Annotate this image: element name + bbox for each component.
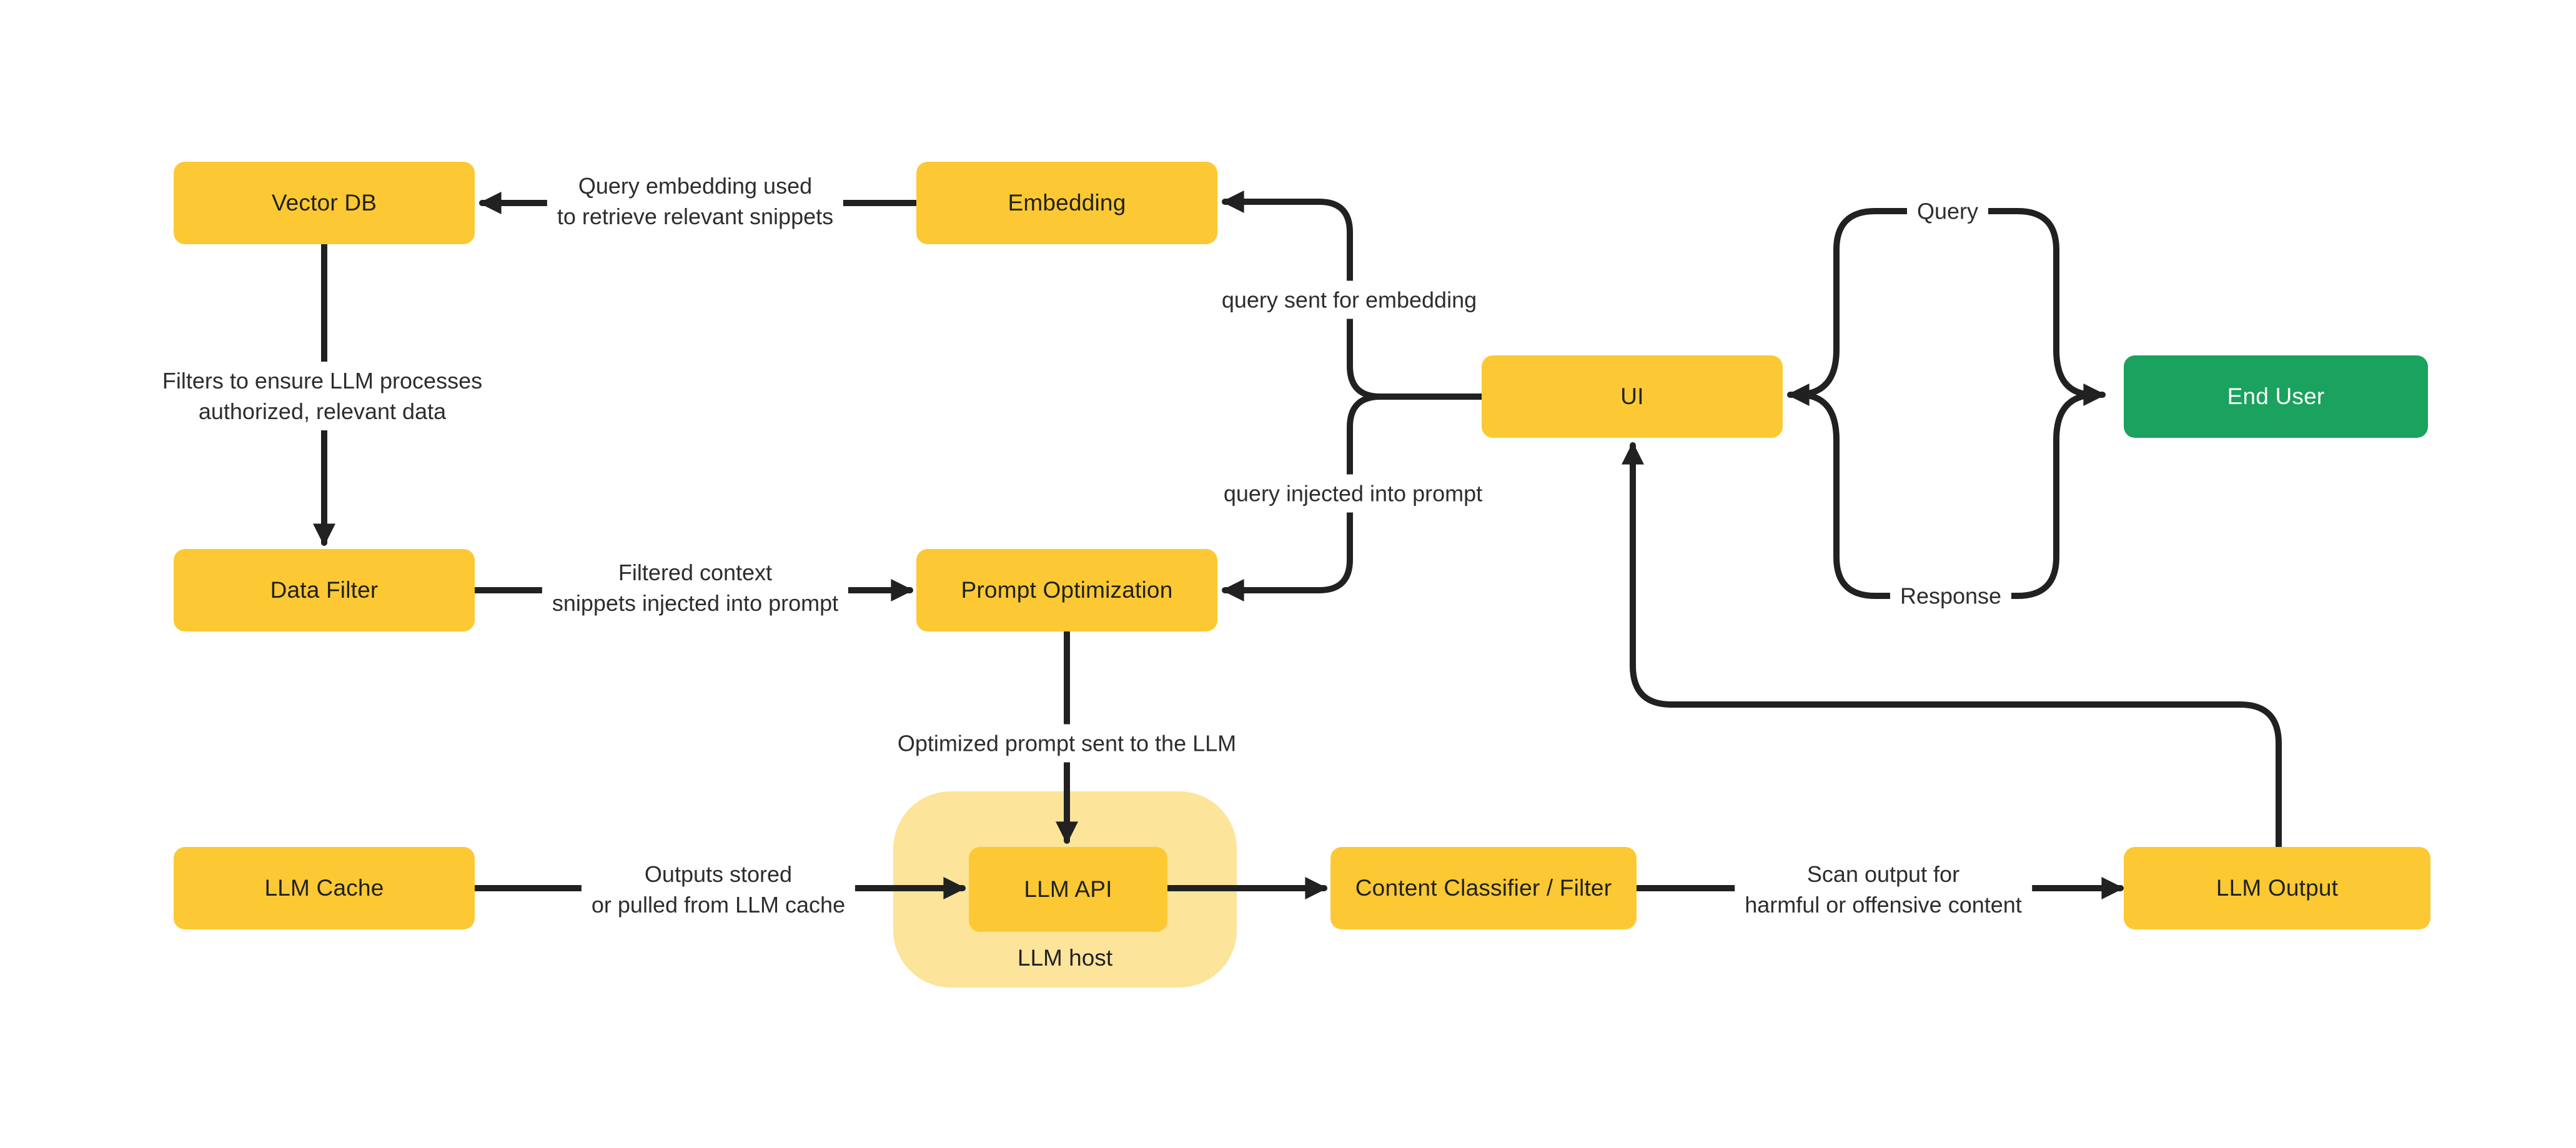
edge-label-optimized-prompt: Optimized prompt sent to the LLM xyxy=(887,724,1247,763)
node-data-filter: Data Filter xyxy=(174,549,475,631)
edge-label-response: Response xyxy=(1890,576,2012,615)
edge-label-query: Query xyxy=(1906,192,1989,230)
node-embedding: Embedding xyxy=(916,162,1217,244)
edge-fork-ui-lower xyxy=(1796,392,1840,443)
edge-label-filters: Filters to ensure LLM processes authoriz… xyxy=(152,362,493,430)
edge-llm-output-to-ui xyxy=(1622,442,2282,850)
node-llm-output: LLM Output xyxy=(2124,847,2430,929)
edge-label-scan-output: Scan output for harmful or offensive con… xyxy=(1735,855,2032,924)
edge-ui-to-prompt-optimization xyxy=(1221,393,1384,601)
edge-query-rail xyxy=(1786,208,2059,406)
edge-label-query-sent: query sent for embedding xyxy=(1211,280,1487,319)
edge-label-outputs-stored: Outputs stored or pulled from LLM cache xyxy=(581,855,856,924)
node-end-user: End User xyxy=(2124,355,2428,438)
edge-response-rail xyxy=(1833,383,2106,599)
edge-fork-end-user-upper xyxy=(2053,347,2097,398)
edge-label-query-injected: query injected into prompt xyxy=(1213,474,1493,513)
node-llm-cache: LLM Cache xyxy=(174,847,475,929)
node-content-classifier: Content Classifier / Filter xyxy=(1330,847,1637,929)
node-prompt-optimization: Prompt Optimization xyxy=(916,549,1217,631)
edge-label-query-embedding: Query embedding used to retrieve relevan… xyxy=(547,167,844,235)
llm-host-label: LLM host xyxy=(1017,945,1113,971)
node-llm-api: LLM API xyxy=(969,847,1167,932)
edge-label-filtered-context: Filtered context snippets injected into … xyxy=(542,553,849,622)
node-ui: UI xyxy=(1482,355,1783,438)
node-vector-db: Vector DB xyxy=(174,162,475,244)
